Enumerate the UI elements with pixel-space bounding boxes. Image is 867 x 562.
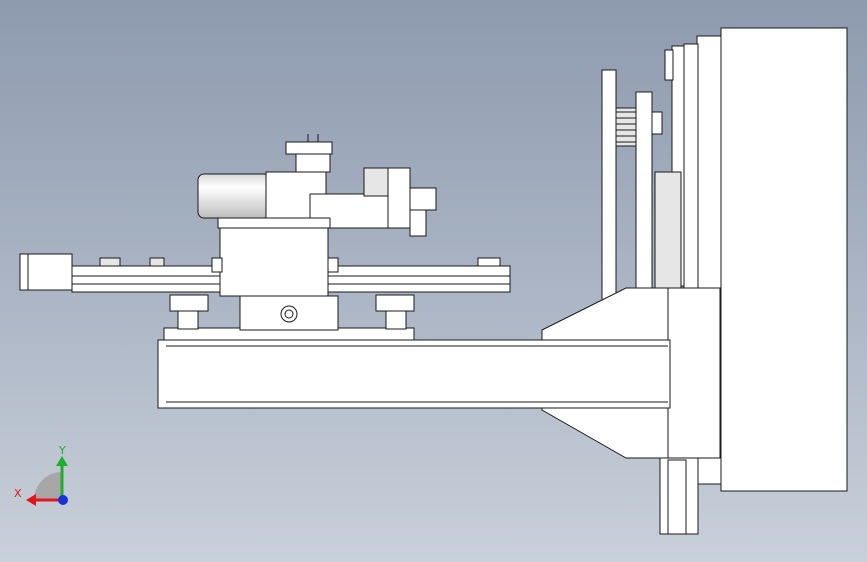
hex-nut bbox=[651, 111, 663, 135]
motor-cylinder bbox=[197, 173, 271, 219]
rail-end-motor bbox=[19, 253, 73, 291]
carriage-base bbox=[239, 295, 339, 331]
top-sensor bbox=[295, 153, 331, 173]
bearing-blocks bbox=[169, 294, 415, 330]
arm-mount-block bbox=[667, 287, 721, 459]
base-block bbox=[239, 295, 339, 331]
coupler bbox=[409, 187, 437, 211]
triad-plane bbox=[34, 472, 62, 500]
bearing-block-left bbox=[169, 294, 209, 312]
vertical-column-left bbox=[601, 69, 617, 301]
carriage-housing bbox=[219, 225, 329, 297]
horizontal-arm-assembly bbox=[157, 287, 721, 459]
bearing-block-right bbox=[375, 294, 415, 312]
carriage-body bbox=[211, 225, 339, 297]
horizontal-beam bbox=[157, 339, 671, 409]
x-axis-label: X bbox=[14, 487, 22, 500]
frame-main-plate bbox=[720, 27, 848, 492]
vertical-column-right bbox=[635, 91, 653, 291]
side-bracket bbox=[654, 171, 682, 289]
z-axis-dot bbox=[58, 495, 68, 505]
spring-coil bbox=[615, 107, 637, 147]
frame-bracket-top bbox=[664, 49, 674, 81]
lower-post-inner bbox=[667, 459, 687, 535]
y-axis-label: Y bbox=[58, 444, 66, 457]
motor-unit bbox=[197, 134, 437, 237]
view-triad: Y X bbox=[14, 444, 68, 506]
gearbox-cover bbox=[387, 167, 411, 229]
